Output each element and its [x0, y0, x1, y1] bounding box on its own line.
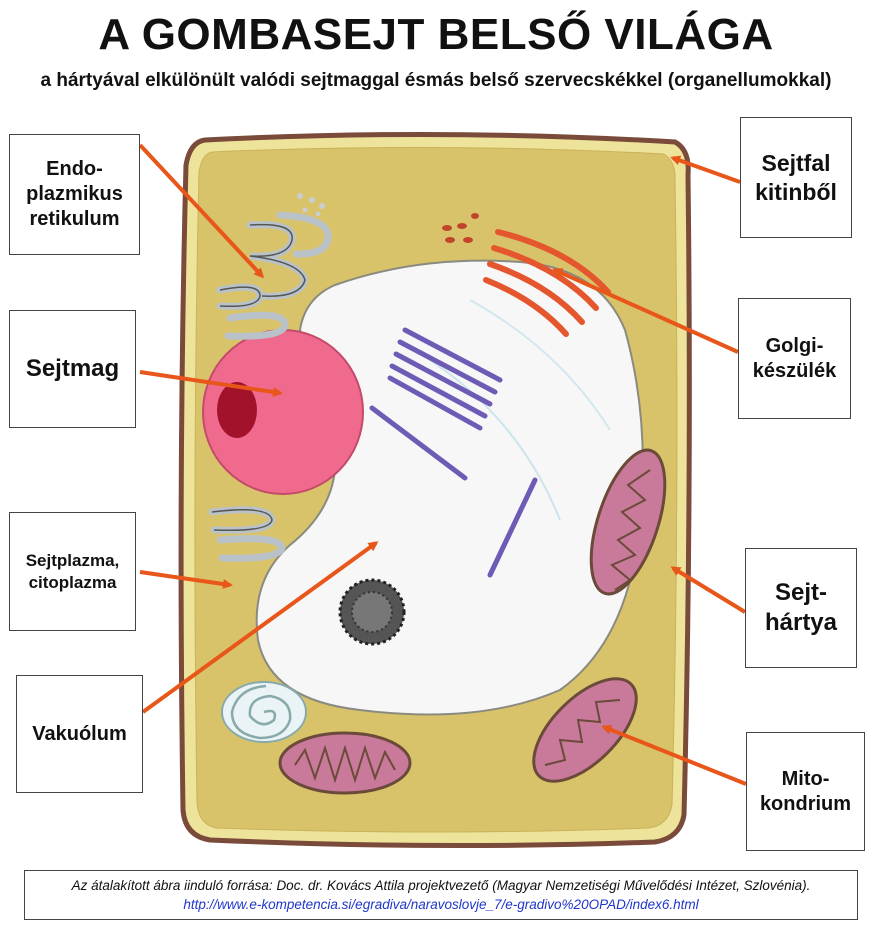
- label-endoplasmic-reticulum: Endo- plazmikus retikulum: [9, 134, 140, 255]
- arrow-mitochondrion: [601, 724, 747, 786]
- source-credit: Az átalakított ábra iinduló forrása: Doc…: [24, 870, 858, 920]
- label-nucleus: Sejtmag: [9, 310, 136, 428]
- golgi-apparatus: [483, 229, 611, 337]
- label-golgi-apparatus: Golgi- készülék: [738, 298, 851, 419]
- arrow-nucleus: [139, 370, 283, 397]
- purple-crystal-bundle: [387, 327, 503, 431]
- mitochondrion: [532, 677, 638, 783]
- label-mitochondrion: Mito- kondrium: [746, 732, 865, 851]
- arrow-vacuole: [141, 541, 379, 714]
- arrow-golgi: [552, 268, 739, 354]
- source-link[interactable]: http://www.e-kompetencia.si/egradiva/nar…: [183, 896, 699, 912]
- purple-crystal-needle: [369, 405, 468, 481]
- purple-crystal-needle: [487, 477, 538, 578]
- arrow-membrane: [670, 566, 747, 614]
- page-title: A GOMBASEJT BELSŐ VILÁGA: [98, 10, 774, 59]
- mitochondrion: [278, 731, 412, 795]
- arrow-er: [138, 143, 265, 279]
- arrow-cytoplasm: [139, 570, 233, 589]
- mitochondrion: [589, 448, 667, 596]
- label-cytoplasm: Sejtplazma, citoplazma: [9, 512, 136, 631]
- source-text: Az átalakított ábra iinduló forrása: Doc…: [71, 878, 811, 893]
- label-cell-membrane: Sejt- hártya: [745, 548, 857, 668]
- nucleolus: [217, 382, 257, 438]
- label-arrows: [138, 143, 747, 786]
- arrow-cell-wall: [670, 155, 741, 184]
- label-cell-wall: Sejtfal kitinből: [740, 117, 852, 238]
- label-vacuole: Vakuólum: [16, 675, 143, 793]
- page-subtitle: a hártyával elkülönült valódi sejtmaggal…: [40, 70, 832, 91]
